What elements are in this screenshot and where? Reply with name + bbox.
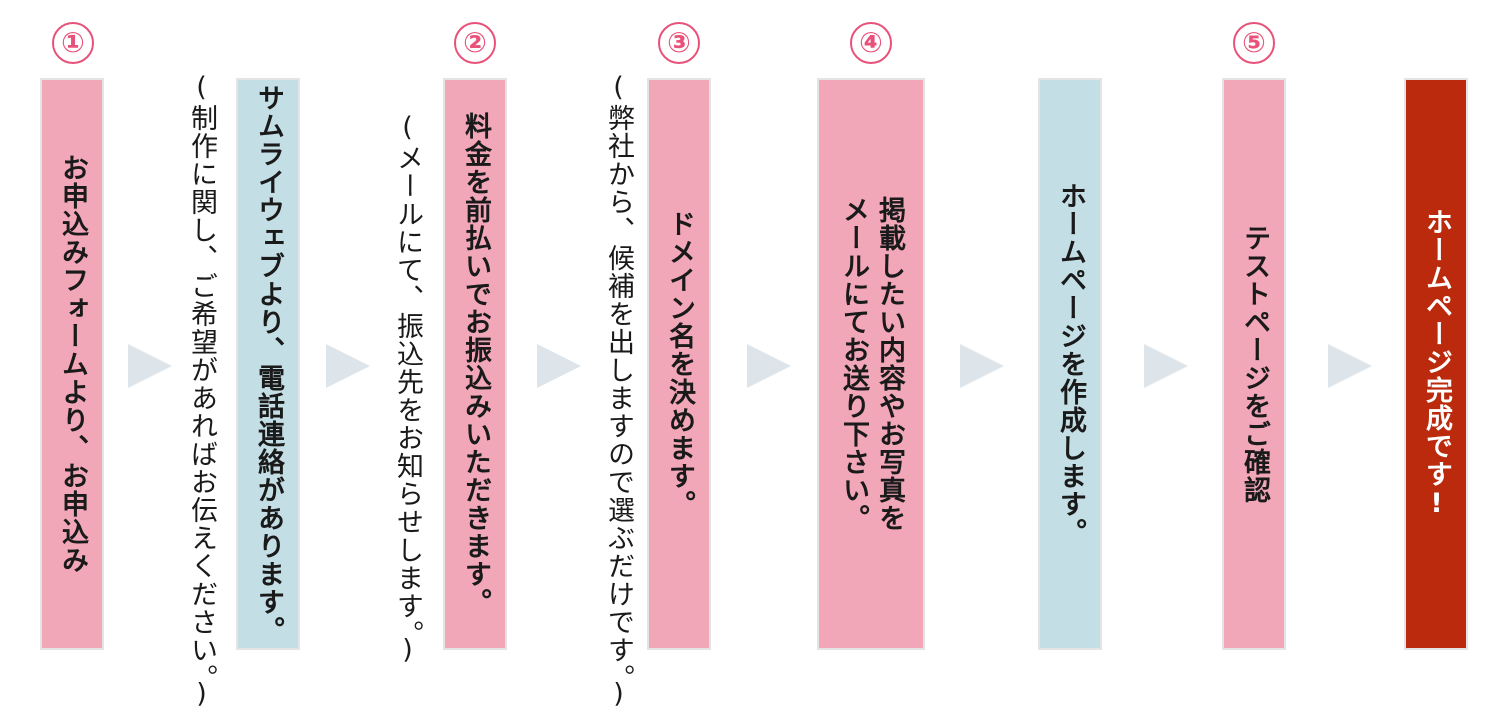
- note-call-text: (制作に関し、ご希望があればお伝えください。): [186, 72, 217, 711]
- note-domain-text: (弊社から、候補を出しますので選ぶだけです。): [603, 72, 634, 711]
- step-box-test-page: テストページをご確認: [1222, 78, 1286, 650]
- step-text-create: ホームページを作成します。: [1055, 182, 1086, 546]
- step-text-complete: ホームページ完成です!: [1421, 208, 1452, 520]
- step-text-apply: お申込みフォームより、お申込み: [57, 154, 88, 574]
- note-payment: (メールにて、振込先をお知らせします。): [382, 112, 432, 697]
- step-box-phone-contact: サムライウェブより、電話連絡があります。: [236, 78, 300, 650]
- note-call: (制作に関し、ご希望があればお伝えください。): [176, 72, 226, 711]
- step-box-apply: お申込みフォームより、お申込み: [40, 78, 104, 650]
- step-1-number: ①: [52, 22, 94, 64]
- arrow-4: [747, 344, 791, 388]
- arrow-7: [1328, 344, 1372, 388]
- step-text-phone-contact: サムライウェブより、電話連絡があります。: [253, 84, 284, 644]
- note-domain: (弊社から、候補を出しますので選ぶだけです。): [593, 72, 643, 711]
- step-box-complete: ホームページ完成です!: [1404, 78, 1468, 650]
- step-box-send-content: 掲載したい内容やお写真を メールにてお送り下さい。: [817, 78, 925, 650]
- note-payment-text: (メールにて、振込先をお知らせします。): [392, 112, 423, 667]
- step-text-test-page: テストページをご確認: [1239, 224, 1270, 504]
- arrow-2: [326, 344, 370, 388]
- step-text-payment: 料金を前払いでお振込みいただきます。: [460, 112, 491, 616]
- arrow-5: [960, 344, 1004, 388]
- step-2-number: ②: [454, 22, 496, 64]
- arrow-3: [537, 344, 581, 388]
- step-text-domain: ドメイン名を決めます。: [664, 210, 695, 518]
- step-5-number: ⑤: [1233, 22, 1275, 64]
- step-text-send-content: 掲載したい内容やお写真を メールにてお送り下さい。: [838, 196, 905, 532]
- step-box-payment: 料金を前払いでお振込みいただきます。: [443, 78, 507, 650]
- arrow-6: [1144, 344, 1188, 388]
- step-4-number: ④: [850, 22, 892, 64]
- step-box-create: ホームページを作成します。: [1038, 78, 1102, 650]
- step-box-domain: ドメイン名を決めます。: [647, 78, 711, 650]
- arrow-1: [128, 344, 172, 388]
- step-3-number: ③: [658, 22, 700, 64]
